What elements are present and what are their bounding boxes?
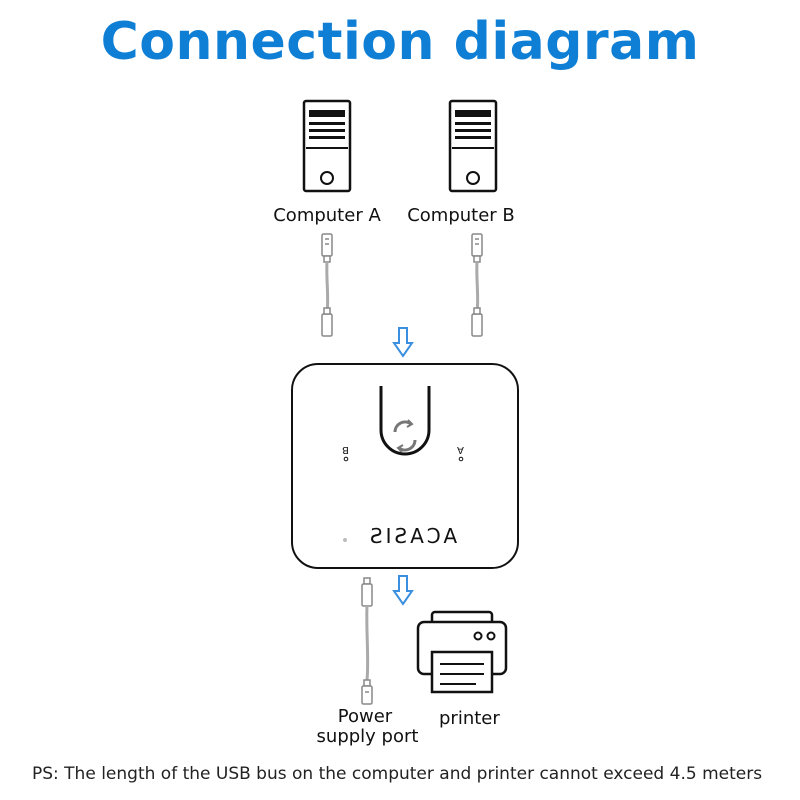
- power-supply-label-line2: supply port: [316, 726, 419, 747]
- usb-cable-a-icon: [321, 233, 333, 337]
- computer-a-label: Computer A: [273, 205, 381, 226]
- power-supply-label-line1: Power: [337, 706, 393, 727]
- arrow-down-icon: [392, 327, 414, 358]
- power-cable-icon: [361, 577, 373, 705]
- port-b-label: B: [342, 444, 349, 455]
- printer-label: printer: [439, 708, 500, 729]
- switch-cycle-icon: [393, 419, 417, 453]
- printer-icon: [416, 610, 508, 694]
- computer-b-label: Computer B: [407, 205, 515, 226]
- usb-cable-b-icon: [471, 233, 483, 337]
- computer-a-icon: [302, 99, 352, 193]
- brand-logo: ACASIS: [366, 524, 458, 548]
- usb-switch-device: [291, 363, 519, 569]
- arrow-down-icon: [392, 575, 414, 606]
- port-a-label: A: [457, 444, 464, 455]
- page-title: Connection diagram: [100, 12, 700, 72]
- footnote: PS: The length of the USB bus on the com…: [32, 764, 763, 784]
- computer-b-icon: [448, 99, 498, 193]
